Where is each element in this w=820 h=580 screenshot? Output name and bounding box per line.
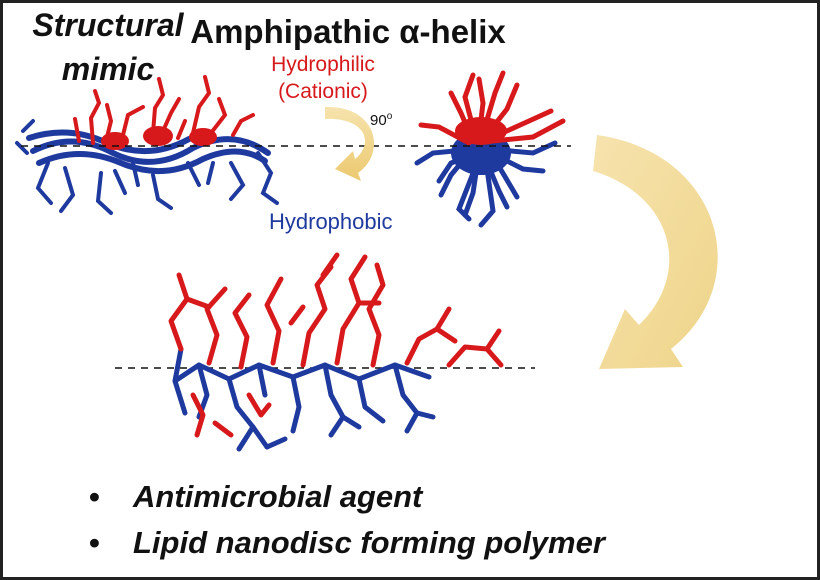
application-text: Lipid nanodisc forming polymer (133, 525, 605, 560)
figure-title: Amphipathic α-helix (190, 13, 506, 50)
helix-side-view (15, 75, 279, 215)
structural-mimic-line2: mimic (61, 51, 155, 87)
application-item: • Antimicrobial agent (89, 479, 605, 525)
helix-end-view (414, 70, 566, 228)
hydrophobic-side-chains-side (15, 119, 279, 215)
rotation-angle-label: 90o (370, 111, 392, 129)
rotation-angle-value: 90 (370, 112, 387, 129)
polymer-cationic-groups (168, 252, 504, 438)
applications-list: • Antimicrobial agent • Lipid nanodisc for… (89, 479, 605, 571)
bullet-icon: • (89, 525, 100, 560)
rotation-arrow (325, 106, 375, 181)
application-text: Antimicrobial agent (133, 479, 423, 514)
structural-mimic-label: Structural mimic (3, 3, 213, 91)
diagram-canvas (15, 70, 718, 452)
hydrophilic-label-line2: (Cationic) (278, 80, 368, 103)
hydrophobic-label: Hydrophobic (269, 209, 393, 234)
structural-mimic-line1: Structural (32, 7, 184, 43)
application-item: • Lipid nanodisc forming polymer (89, 525, 605, 571)
end-view-cap (455, 117, 507, 145)
polymer-mimic (168, 252, 504, 452)
bullet-icon: • (89, 479, 100, 514)
hydrophilic-label-line1: Hydrophilic (271, 53, 375, 76)
structural-mimic-arrow (593, 135, 718, 369)
helix-ribbon-hydrophilic (101, 126, 217, 150)
rotation-angle-unit: o (386, 111, 393, 122)
hydrophilic-side-chains-side (73, 75, 255, 147)
hydrophilic-label: Hydrophilic (Cationic) (243, 51, 403, 105)
polymer-hydrophobic-groups (172, 346, 436, 452)
